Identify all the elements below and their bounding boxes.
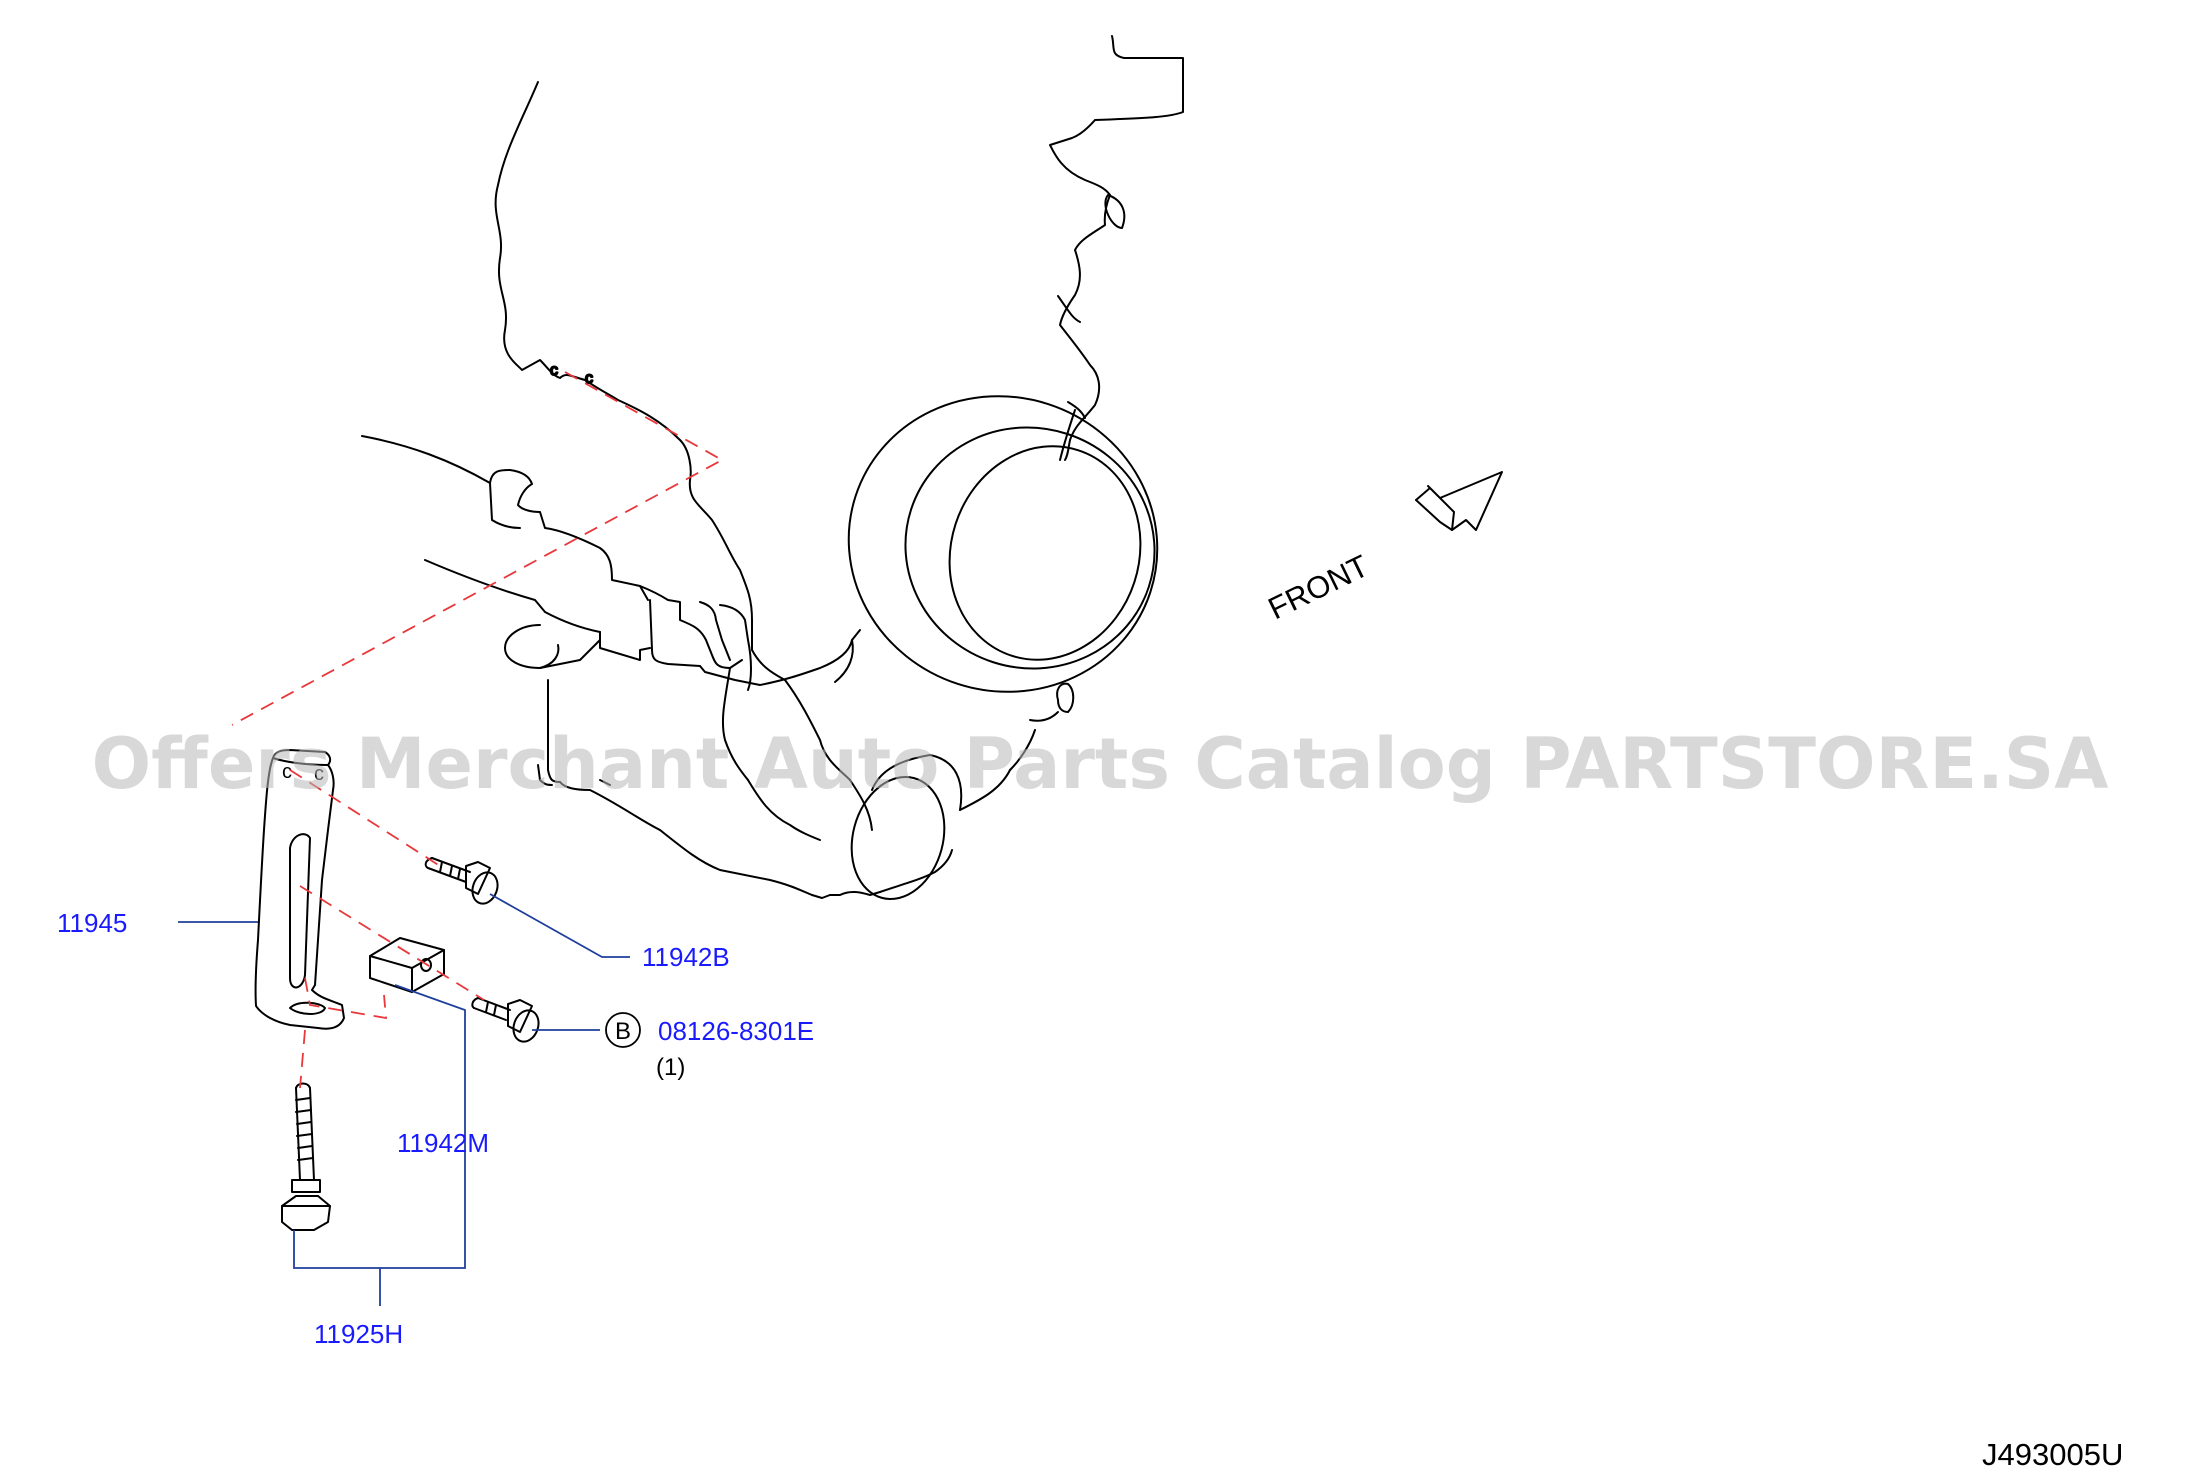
part-label-08126-8301e[interactable]: 08126-8301E bbox=[658, 1016, 814, 1046]
bolt-11942b-drawing bbox=[424, 857, 499, 905]
bracket-11945-drawing: c c bbox=[254, 749, 345, 1030]
part-label-11942m[interactable]: 11942M bbox=[397, 1128, 489, 1158]
stud-11925h-drawing bbox=[281, 1082, 331, 1231]
bolt-08126-drawing bbox=[471, 997, 540, 1043]
part-label-11925h[interactable]: 11925H bbox=[314, 1319, 403, 1349]
quantity-label: (1) bbox=[656, 1054, 685, 1081]
svg-text:c: c bbox=[585, 370, 593, 387]
front-arrow-icon bbox=[1415, 471, 1503, 531]
part-label-11942b[interactable]: 11942B bbox=[642, 942, 730, 972]
leader-lines bbox=[178, 893, 630, 1306]
assembly-guides bbox=[231, 371, 724, 1089]
spacer-11942m-drawing bbox=[369, 937, 445, 993]
svg-text:c: c bbox=[314, 763, 324, 785]
circled-b-marker-icon: B bbox=[605, 1012, 641, 1048]
marker-letter: B bbox=[615, 1018, 631, 1045]
engine-outline: c c bbox=[361, 35, 1184, 901]
part-label-11945[interactable]: 11945 bbox=[57, 908, 127, 938]
svg-text:c: c bbox=[282, 761, 292, 783]
front-label: FRONT bbox=[1263, 548, 1374, 626]
diagram-id: J493005U bbox=[1982, 1437, 2123, 1472]
svg-text:c: c bbox=[550, 362, 558, 379]
watermark: Offers Merchant Auto Parts Catalog PARTS… bbox=[92, 723, 2109, 805]
